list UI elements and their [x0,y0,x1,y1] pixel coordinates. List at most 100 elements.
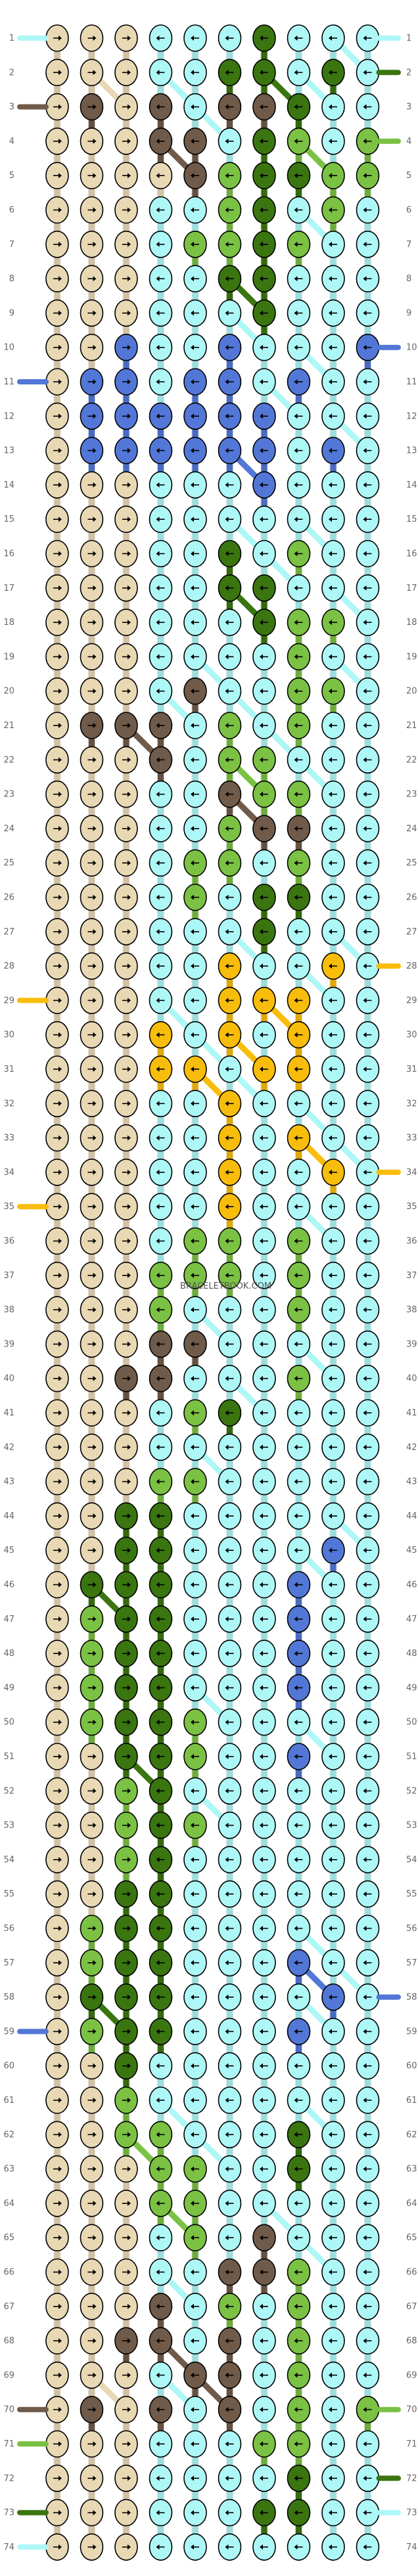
arrow-right-icon [87,2303,97,2309]
arrow-left-icon [260,1410,268,1415]
arrow-left-icon [363,1891,372,1897]
arrow-left-icon [225,1169,234,1175]
row-number-left: 69 [3,2370,14,2380]
arrow-left-icon [156,2098,165,2103]
arrow-right-icon [53,585,62,591]
row-number-right: 37 [406,1271,417,1281]
arrow-right-icon [87,757,97,763]
arrow-left-icon [294,551,303,557]
arrow-left-icon [363,2510,372,2516]
arrow-left-icon [294,1341,303,1347]
arrow-left-icon [191,1307,199,1313]
arrow-left-icon [260,70,268,76]
arrow-right-icon [87,1960,97,1966]
arrow-right-icon [53,1548,62,1553]
arrow-left-icon [260,620,268,626]
arrow-right-icon [87,654,97,660]
row-number-right: 36 [406,1237,417,1247]
row-number-right: 34 [406,1168,417,1178]
arrow-left-icon [156,998,165,1003]
row-number-left: 9 [9,308,14,318]
arrow-left-icon [363,310,372,316]
row-number-left: 22 [3,755,14,765]
arrow-right-icon [53,1616,62,1622]
row-number-right: 20 [406,687,417,697]
arrow-left-icon [294,207,303,213]
row-number-left: 15 [3,515,14,524]
arrow-left-icon [191,1032,199,1038]
arrow-left-icon [225,723,234,728]
arrow-left-icon [294,1822,303,1828]
arrow-left-icon [156,517,165,522]
arrow-left-icon [191,138,199,144]
arrow-left-icon [156,929,165,934]
arrow-right-icon [122,1960,131,1966]
arrow-right-icon [87,1410,97,1415]
arrow-right-icon [53,2063,62,2069]
arrow-left-icon [363,2235,372,2241]
arrow-right-icon [87,585,97,591]
arrow-right-icon [53,104,62,110]
arrow-right-icon [87,2510,97,2516]
arrow-left-icon [363,1651,372,1657]
arrow-right-icon [87,1616,97,1622]
arrow-left-icon [156,1341,165,1347]
arrow-left-icon [260,1856,268,1862]
arrow-left-icon [363,1754,372,1759]
arrow-left-icon [225,70,234,76]
arrow-right-icon [87,1032,97,1038]
arrow-left-icon [191,1272,199,1278]
arrow-left-icon [294,2338,303,2344]
arrow-right-icon [87,1204,97,1210]
row-number-left: 44 [3,1511,14,1521]
arrow-left-icon [156,1513,165,1519]
arrow-left-icon [294,241,303,247]
row-number-left: 23 [3,790,14,800]
arrow-right-icon [122,1410,131,1415]
row-number-right: 71 [406,2439,417,2449]
arrow-right-icon [87,2200,97,2206]
arrow-left-icon [363,551,372,557]
arrow-right-icon [122,241,131,247]
arrow-left-icon [191,825,199,831]
row-number-left: 19 [3,652,14,662]
arrow-left-icon [191,2166,199,2172]
row-number-left: 53 [3,1821,14,1831]
arrow-left-icon [363,1582,372,1588]
arrow-left-icon [329,998,337,1003]
arrow-right-icon [53,2441,62,2447]
arrow-left-icon [225,1719,234,1725]
arrow-left-icon [260,276,268,282]
arrow-left-icon [191,413,199,419]
arrow-left-icon [225,1067,234,1072]
arrow-right-icon [53,1479,62,1484]
arrow-right-icon [87,1651,97,1657]
arrow-left-icon [225,894,234,900]
arrow-left-icon [225,688,234,694]
string-ends [17,35,401,2550]
arrow-left-icon [294,620,303,626]
arrow-left-icon [156,1307,165,1313]
arrow-right-icon [53,1856,62,1862]
arrow-left-icon [329,1410,337,1415]
row-number-right: 46 [406,1580,417,1590]
arrow-right-icon [122,963,131,969]
arrow-left-icon [156,2544,165,2550]
arrow-right-icon [53,70,62,76]
arrow-left-icon [363,998,372,1003]
arrow-left-icon [294,1616,303,1622]
arrow-left-icon [363,723,372,728]
arrow-left-icon [225,963,234,969]
arrow-left-icon [260,2510,268,2516]
arrow-left-icon [294,1375,303,1381]
arrow-left-icon [260,1444,268,1450]
arrow-left-icon [363,1307,372,1313]
arrow-left-icon [294,1788,303,1794]
arrow-left-icon [191,1479,199,1484]
row-number-left: 73 [3,2508,14,2518]
arrow-left-icon [225,2200,234,2206]
arrow-left-icon [191,860,199,866]
arrow-right-icon [87,241,97,247]
